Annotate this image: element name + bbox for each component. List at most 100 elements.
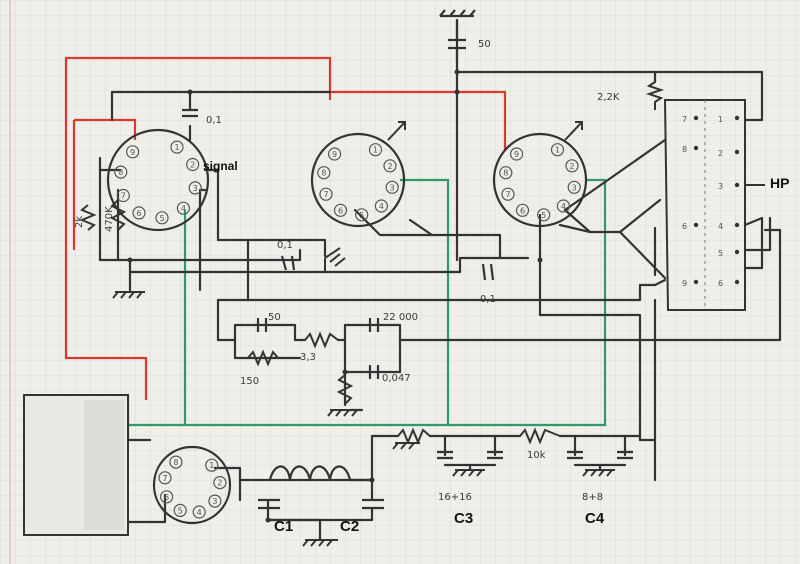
tube-pin (192, 505, 206, 519)
tube-pin-number: 2 (217, 479, 222, 488)
res-2k-label: 2k (74, 216, 85, 228)
tube-pin (499, 166, 513, 180)
tube-pin (160, 490, 174, 504)
cap-c1 (258, 498, 280, 510)
ot-terminal (734, 279, 740, 285)
cap-c4 (567, 450, 633, 460)
res-10k-label: 10k (527, 450, 546, 461)
res-150 (247, 349, 279, 367)
res-470k-label: 470K (104, 206, 115, 232)
tube-pin-number: 5 (178, 506, 183, 515)
tube-pin-number: 3 (193, 184, 198, 193)
cap-0-1-low-label: 0,1 (480, 294, 496, 305)
tube-pin-number: 1 (373, 146, 378, 155)
tube-pin (213, 476, 227, 490)
cap-0-1-mid (280, 255, 296, 271)
cap-50-cathode-label: 50 (268, 312, 281, 323)
ot-terminal (693, 279, 699, 285)
hp-label: HP (770, 175, 789, 191)
cap-c3 (437, 450, 503, 460)
green-wire-heater (128, 178, 607, 427)
ot-terminal (734, 149, 740, 155)
tube-pin (567, 180, 581, 194)
tube-pin (126, 145, 140, 159)
red-wire-v3 (457, 90, 507, 150)
tube-pin (186, 157, 200, 172)
cap-50-top (439, 9, 476, 60)
tube-pin (170, 140, 184, 154)
tube-pin-number: 8 (173, 458, 178, 467)
ot-terminal (693, 145, 699, 151)
res-150-label: 150 (240, 376, 259, 387)
c3-value: 16+16 (438, 492, 472, 503)
tube-pin (176, 201, 190, 215)
res-cathode-ground (336, 374, 354, 405)
res-supply-1 (397, 427, 431, 445)
cap-50-cathode (256, 318, 268, 332)
v2-arrow-icon (387, 121, 406, 141)
tube-pin-number: 7 (121, 192, 126, 201)
tube-pin (208, 494, 222, 508)
tube-pin (116, 188, 130, 203)
ot-terminal (734, 222, 740, 228)
res-3-3 (304, 331, 339, 349)
signal-label: signal (203, 159, 238, 173)
tube-pin (328, 147, 342, 161)
tube-pin-number: 7 (162, 474, 167, 483)
tube-pin-number: 9 (130, 148, 135, 157)
res-2-2k-label: 2,2K (597, 92, 620, 103)
ot-pin-number: 8 (682, 145, 687, 154)
tube-pin (501, 187, 515, 201)
tube-pin (537, 208, 551, 222)
tube-pin-number: 4 (181, 204, 186, 213)
tube-pin-number: 6 (520, 206, 525, 215)
tube-pin (205, 458, 219, 472)
ot-terminal (734, 115, 740, 121)
ot-pin-number: 7 (682, 115, 687, 124)
tube-pin (355, 208, 369, 222)
cap-0-1-low (481, 263, 495, 281)
tube-pin-number: 2 (569, 162, 574, 171)
ot-pin-number: 9 (682, 279, 687, 288)
c2-label: C2 (340, 518, 359, 535)
tube-pin (515, 203, 530, 217)
transformer-shading (84, 400, 124, 530)
ot-pin-number: 3 (718, 182, 723, 191)
ot-pin-number: 6 (718, 279, 723, 288)
ground-symbols (112, 247, 615, 547)
tube-pin (169, 455, 183, 469)
c4-value: 8+8 (582, 492, 603, 503)
tube-pin-number: 1 (555, 146, 560, 155)
tube-pin-number: 4 (379, 202, 384, 211)
tube-pin (383, 159, 397, 173)
res-3-3-label: 3,3 (300, 352, 316, 363)
tube-pin-number: 8 (503, 169, 508, 178)
tube-pin (114, 165, 128, 179)
res-10k (519, 427, 561, 445)
junction-dots (127, 69, 543, 523)
ot-terminal (693, 115, 699, 121)
ot-terminal (734, 182, 740, 188)
res-470k (109, 199, 127, 231)
ground-icon (452, 469, 485, 477)
tube-pin (173, 503, 187, 517)
cap-50-top-label: 50 (478, 39, 491, 50)
tube-pin-number: 9 (332, 150, 337, 159)
tube-pin-number: 6 (164, 493, 169, 502)
c3-label: C3 (454, 510, 473, 527)
tube-pin (155, 211, 169, 225)
ground-icon (582, 469, 615, 477)
tube-pin-number: 6 (136, 209, 141, 218)
tube-pin-number: 8 (118, 168, 123, 177)
ot-pin-number: 1 (718, 115, 723, 124)
tube-pin-number: 2 (190, 161, 195, 170)
tube-pin (317, 166, 331, 180)
ground-icon (327, 409, 362, 417)
cap-c2 (362, 498, 384, 510)
